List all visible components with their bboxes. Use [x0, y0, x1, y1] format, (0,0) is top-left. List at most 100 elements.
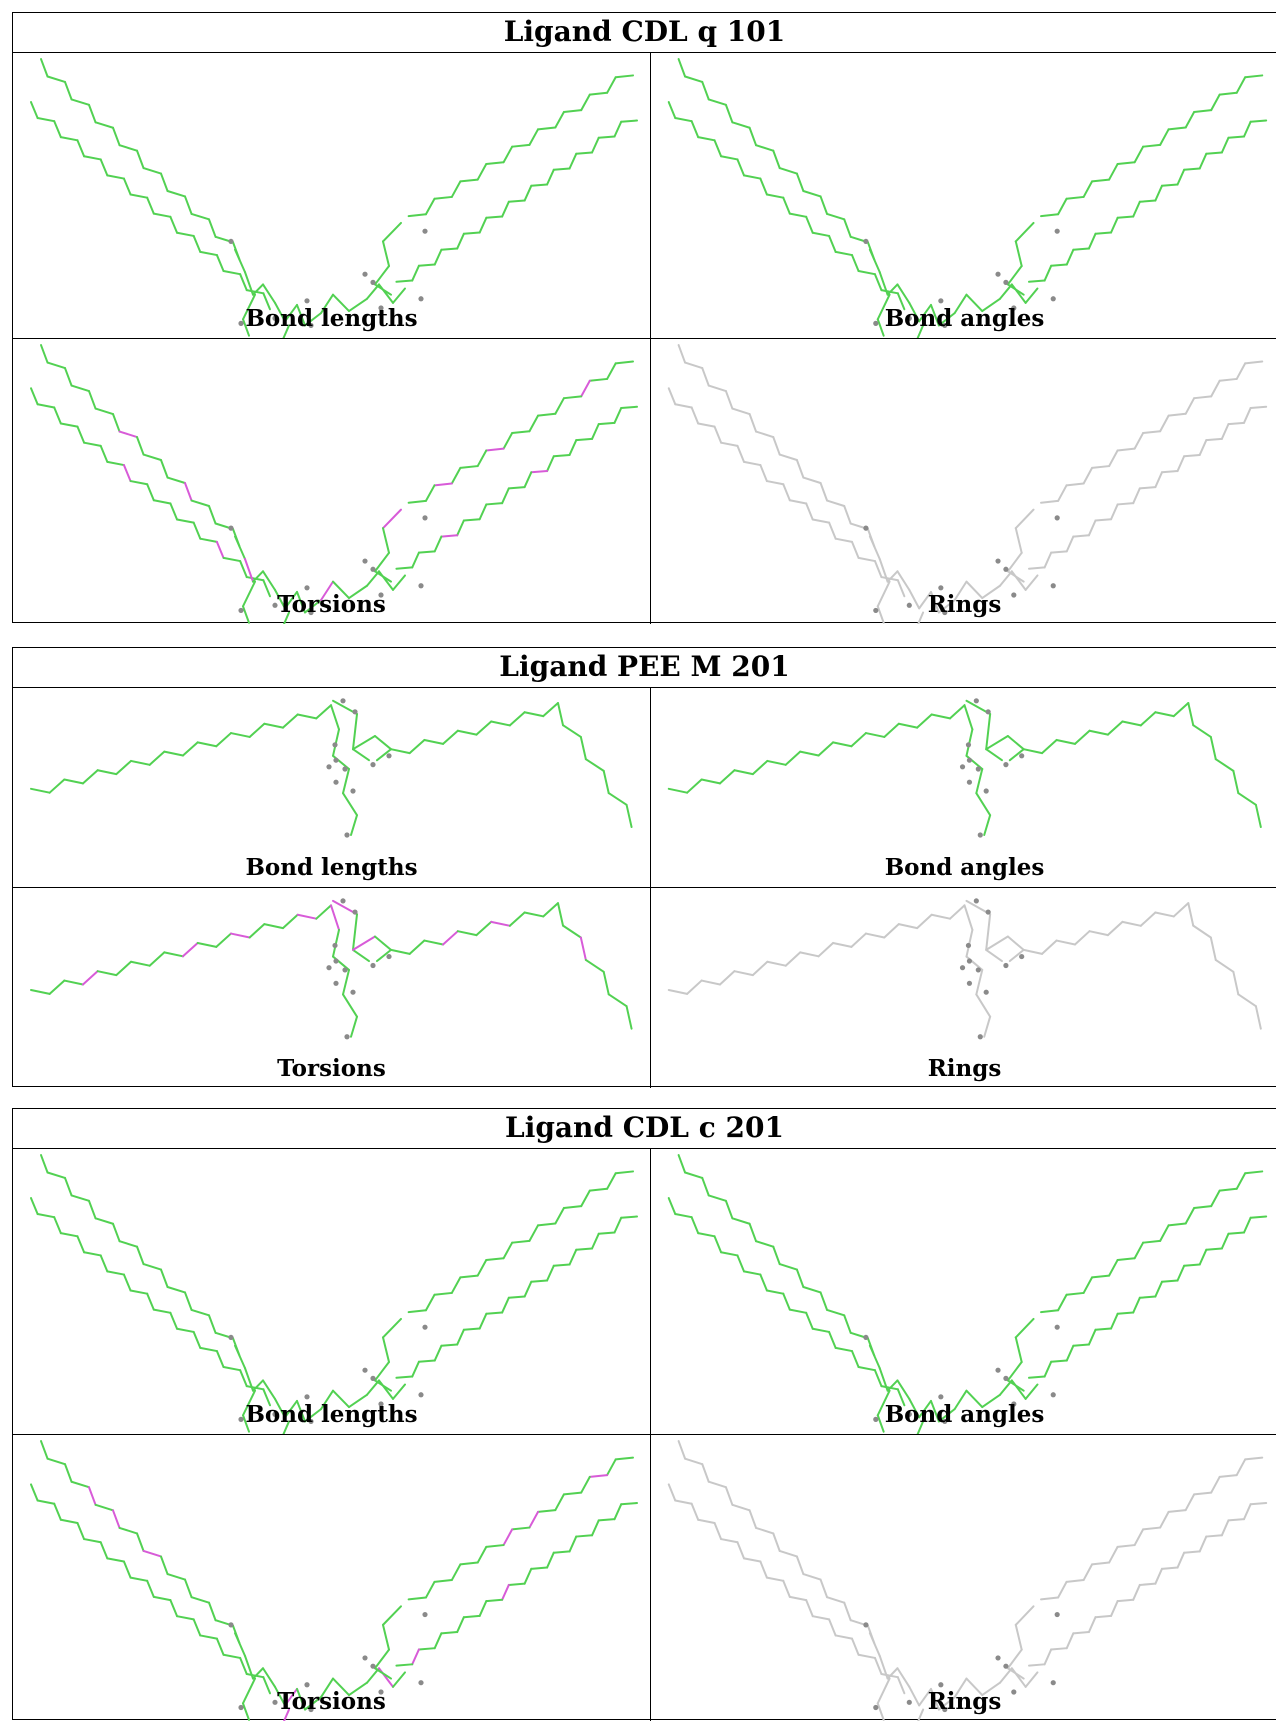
bond — [166, 189, 186, 198]
bond — [684, 1171, 704, 1179]
bond — [392, 287, 406, 304]
bond — [667, 787, 689, 794]
bond — [1057, 1580, 1068, 1599]
bond — [985, 735, 1009, 751]
bond — [423, 738, 445, 745]
bond — [1121, 720, 1142, 727]
bond — [896, 1676, 906, 1695]
bond — [1167, 1509, 1187, 1513]
bond — [70, 1480, 90, 1489]
bond — [1006, 283, 1025, 296]
bond — [262, 1676, 271, 1695]
bond — [568, 1535, 578, 1553]
bond — [554, 1206, 565, 1225]
bond — [795, 172, 805, 192]
bond — [718, 769, 736, 785]
bond — [507, 1582, 526, 1586]
bond — [239, 1369, 248, 1388]
bond — [476, 1259, 488, 1277]
bond — [896, 283, 911, 304]
bond — [274, 588, 286, 610]
atom-marker — [1019, 953, 1025, 960]
bond — [184, 195, 193, 215]
bond — [720, 441, 739, 447]
bond — [374, 1648, 390, 1670]
panel-caption: Bond lengths — [245, 305, 418, 332]
bond — [606, 362, 617, 380]
bond — [1006, 1648, 1023, 1670]
bond — [1014, 508, 1035, 530]
atom-marker — [906, 602, 912, 608]
bond — [1154, 1280, 1163, 1298]
atom-marker — [1011, 305, 1017, 311]
bond — [281, 913, 299, 930]
bond — [1043, 264, 1053, 282]
bond — [607, 792, 628, 806]
atom-marker — [350, 989, 356, 995]
bond — [1243, 1216, 1252, 1234]
bond — [76, 139, 86, 158]
bond — [142, 1263, 162, 1271]
panel-bond-lengths: Bond lengths — [13, 688, 650, 887]
bond — [1006, 935, 1025, 951]
bond — [795, 1268, 805, 1288]
bond — [667, 1197, 677, 1216]
bond — [146, 196, 155, 215]
bond — [222, 1366, 242, 1372]
bond — [597, 135, 616, 139]
bond — [1055, 738, 1076, 745]
bond — [697, 1232, 716, 1238]
atom-marker — [1011, 1401, 1017, 1407]
bond — [937, 1408, 956, 1423]
bond — [392, 574, 406, 591]
bond — [70, 1194, 90, 1202]
bond — [1106, 920, 1124, 937]
bond — [148, 951, 166, 967]
bond — [1138, 486, 1157, 490]
bond — [1235, 1172, 1247, 1190]
bond — [511, 143, 531, 148]
atom-marker — [304, 585, 310, 591]
bond — [315, 704, 332, 720]
bond — [478, 216, 488, 234]
atom-marker — [370, 962, 376, 969]
atom-marker — [965, 742, 972, 748]
atom-marker — [1054, 515, 1060, 521]
atom-marker — [418, 1392, 424, 1398]
atom-marker — [340, 698, 346, 704]
bond — [1082, 466, 1094, 485]
bond — [222, 556, 242, 563]
bond — [765, 193, 785, 199]
molecule-drawing — [667, 698, 1262, 838]
bond — [788, 1595, 808, 1602]
molecule-drawing — [30, 698, 633, 838]
bond — [1132, 487, 1141, 505]
bond — [778, 167, 798, 175]
bond — [1088, 930, 1109, 937]
panel-bond-lengths: Bond lengths — [13, 1149, 650, 1434]
bond — [552, 1263, 571, 1267]
bond — [1116, 502, 1135, 506]
bond — [184, 482, 193, 502]
bond — [1057, 1293, 1068, 1312]
atom-marker — [422, 1324, 428, 1330]
bond — [262, 283, 276, 304]
bond — [129, 480, 149, 486]
structure-image — [667, 58, 1268, 338]
bond — [759, 464, 768, 483]
bond — [148, 750, 166, 766]
bond — [701, 367, 710, 387]
atom-marker — [973, 898, 979, 904]
bond — [784, 750, 802, 766]
bond — [160, 1268, 169, 1288]
atom-marker — [272, 1699, 278, 1705]
bond — [1198, 152, 1208, 170]
bond — [826, 499, 846, 507]
bond — [985, 748, 1003, 762]
bond — [674, 1499, 693, 1505]
atom-marker — [1054, 1324, 1060, 1330]
bond — [1116, 1257, 1136, 1262]
bond — [819, 195, 829, 215]
bond — [262, 292, 271, 311]
bond — [805, 1311, 814, 1330]
